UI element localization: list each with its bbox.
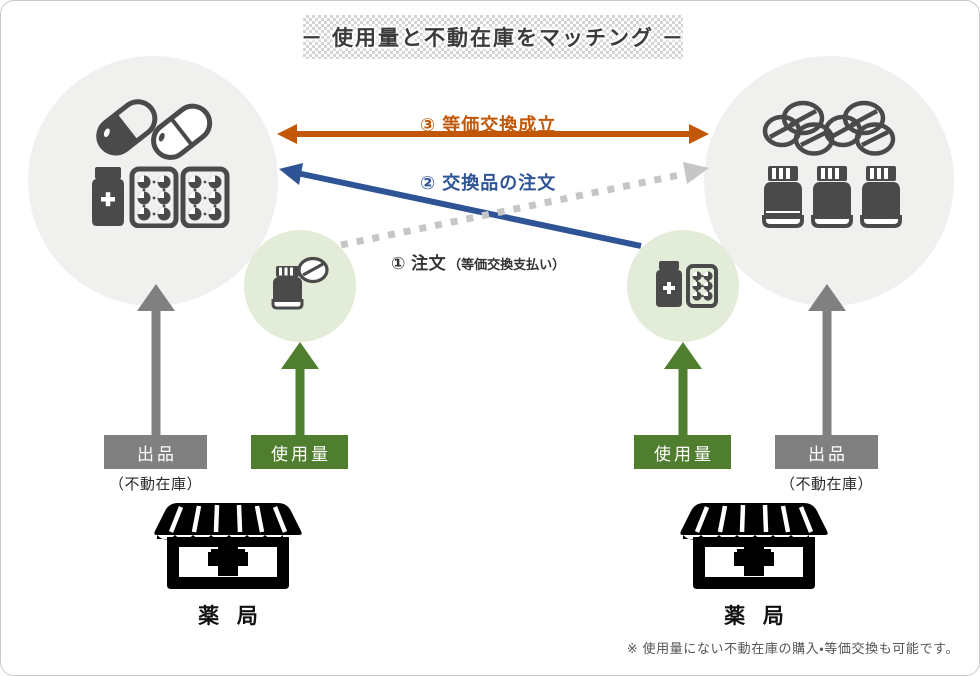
label-step1: ① 注文 （等価交換支払い） xyxy=(391,249,565,274)
bottle-cross-blister-icon xyxy=(652,253,718,315)
left-pharmacy-label: 薬 局 xyxy=(198,605,264,628)
right-usage-box: 使用量 xyxy=(634,435,731,469)
page-title: － 使用量と不動在庫をマッチング － xyxy=(301,27,685,50)
arrow-right-usage-up xyxy=(664,342,702,435)
label-step3: ③ 等価交換成立 xyxy=(420,115,557,135)
right-pharmacy-label: 薬 局 xyxy=(724,605,790,628)
title-banner: － 使用量と不動在庫をマッチング － xyxy=(301,15,685,59)
arrow-left-usage-up xyxy=(281,342,319,435)
right-listing-caption: （不動在庫） xyxy=(779,476,873,493)
right-usage-circle xyxy=(627,230,739,342)
right-listing-box: 出品 xyxy=(775,435,878,469)
left-pharmacy: 薬 局 xyxy=(153,501,303,630)
label-step2: ② 交換品の注文 xyxy=(420,173,557,193)
label-step1-main: ① 注文 xyxy=(391,254,447,273)
pharmacy-shop-icon xyxy=(154,503,302,589)
left-usage-box: 使用量 xyxy=(251,435,348,469)
arrow-left-listing-up xyxy=(137,284,175,435)
capsules-bottle-blister-icon xyxy=(86,93,236,228)
left-stock-circle xyxy=(28,56,278,306)
left-listing-caption: （不動在庫） xyxy=(108,476,202,493)
bottle-tablet-icon xyxy=(269,253,331,315)
arrow-right-listing-up xyxy=(808,284,846,435)
right-pharmacy: 薬 局 xyxy=(679,501,829,630)
tablets-bottles-icon xyxy=(758,93,908,228)
left-listing-box: 出品 xyxy=(104,435,207,469)
footnote: ※ 使用量にない不動在庫の購入・等価交換も可能です。 xyxy=(626,641,959,656)
pharmacy-shop-icon xyxy=(680,503,828,589)
label-step1-note: （等価交換支払い） xyxy=(448,257,566,272)
